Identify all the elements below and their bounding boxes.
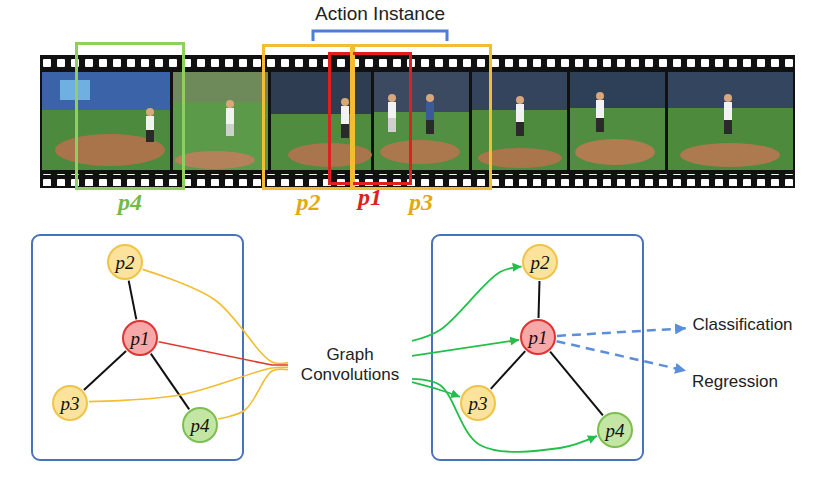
output-label: Classification: [688, 312, 797, 339]
node-label: p3: [61, 394, 80, 413]
connector: [143, 269, 288, 363]
output-text: Regression: [692, 372, 778, 392]
proposal-label: p1: [358, 185, 382, 209]
node-label: p1: [529, 328, 548, 347]
connector: [412, 340, 519, 356]
proposal-label: p2: [297, 190, 321, 214]
proposal-node: p4: [182, 407, 218, 443]
connector: [151, 354, 189, 410]
output-label: Regression: [688, 369, 782, 396]
proposal-box: p1: [328, 52, 412, 185]
proposal-node: p3: [52, 385, 88, 421]
node-label: p1: [131, 329, 150, 348]
operation-label: Graph Convolutions: [290, 342, 410, 389]
node-label: p4: [606, 421, 625, 440]
output-text: Classification: [692, 315, 792, 335]
proposal-node: p1: [122, 320, 158, 356]
connector: [412, 379, 597, 452]
connector: [84, 351, 126, 390]
node-label: p2: [531, 253, 550, 272]
node-label: p3: [469, 394, 488, 413]
node-label: p4: [191, 416, 210, 435]
film-strip: [40, 55, 795, 188]
operation-text: Graph Convolutions: [294, 345, 406, 386]
proposal-label: p4: [118, 190, 142, 214]
proposal-node: p3: [460, 385, 496, 421]
connector: [412, 382, 460, 397]
bracket-label: Action Instance: [315, 3, 445, 26]
connector: [550, 352, 603, 416]
proposal-box: p3: [350, 44, 492, 190]
graph-panel: [32, 235, 243, 460]
connector: [491, 351, 525, 389]
proposal-node: p2: [107, 244, 143, 280]
connector: [412, 267, 522, 341]
connector: [159, 342, 288, 365]
proposal-node: p4: [597, 412, 633, 448]
connector: [129, 281, 137, 320]
connector: [557, 341, 686, 371]
proposal-box: p2: [262, 44, 355, 190]
connector: [89, 367, 288, 401]
connector: [218, 369, 288, 419]
instance-bracket: [313, 31, 447, 41]
proposal-node: p2: [522, 244, 558, 280]
proposal-node: p1: [520, 319, 556, 355]
connector: [538, 281, 541, 318]
node-label: p2: [116, 253, 135, 272]
connector: [557, 328, 686, 336]
proposal-label: p3: [409, 190, 433, 214]
proposal-box: p4: [75, 42, 185, 190]
